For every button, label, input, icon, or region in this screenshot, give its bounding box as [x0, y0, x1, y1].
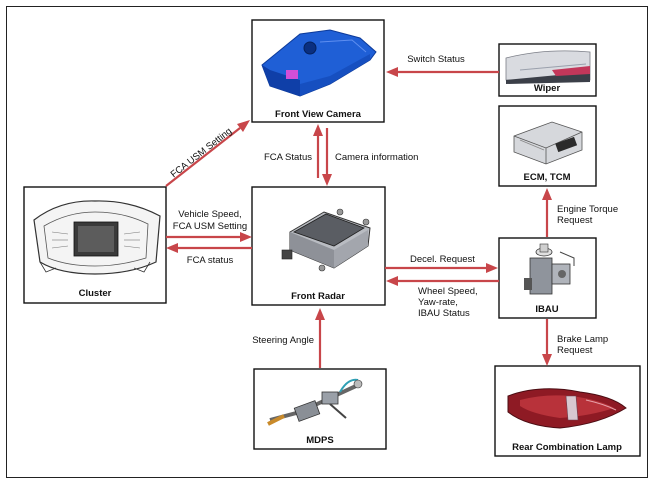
label-brake-lamp: Brake Lamp: [557, 334, 608, 345]
arrow-fca-status-up: FCA Status: [264, 124, 323, 178]
wiper-title: Wiper: [534, 83, 561, 94]
arrow-steering-angle: Steering Angle: [252, 308, 325, 368]
label-ibau-status: IBAU Status: [418, 308, 470, 319]
arrow-switch-status: Switch Status: [386, 54, 499, 77]
camera-box: Front View Camera: [251, 19, 385, 123]
camera-title: Front View Camera: [275, 109, 362, 120]
label-decel-request: Decel. Request: [410, 254, 475, 265]
mdps-title: MDPS: [306, 435, 333, 446]
cluster-title: Cluster: [79, 288, 112, 299]
label-camera-information: Camera information: [335, 152, 418, 163]
label-fca-status: FCA Status: [264, 152, 312, 163]
cluster-image: [33, 200, 161, 275]
label-fca-usm-setting: FCA USM Setting: [169, 126, 234, 181]
arrow-decel-request: Decel. Request: [385, 254, 498, 273]
ecm-title: ECM, TCM: [524, 172, 571, 183]
mdps-image: [267, 378, 363, 426]
label-engine-torque-2: Request: [557, 215, 593, 226]
wiper-box: Wiper: [498, 43, 597, 97]
cluster-box: Cluster: [23, 186, 167, 304]
radar-image: [281, 208, 371, 272]
label-fca-status-cluster: FCA status: [187, 255, 234, 266]
label-engine-torque: Engine Torque: [557, 204, 618, 215]
camera-image: [261, 29, 377, 97]
ibau-title: IBAU: [535, 304, 558, 315]
ibau-box: IBAU: [498, 237, 597, 319]
label-steering-angle: Steering Angle: [252, 335, 314, 346]
arrow-vehicle-speed: Vehicle Speed, FCA USM Setting: [166, 209, 252, 242]
ecm-image: [513, 121, 583, 165]
arrow-wheel-speed: Wheel Speed, Yaw-rate, IBAU Status: [386, 276, 499, 319]
arrow-engine-torque: Engine Torque Request: [542, 188, 618, 237]
arrow-fca-usm-setting: FCA USM Setting: [165, 120, 250, 187]
arrow-brake-lamp: Brake Lamp Request: [542, 319, 608, 366]
label-brake-lamp-2: Request: [557, 345, 593, 356]
rear-lamp-image: [507, 388, 627, 429]
ecm-box: ECM, TCM: [498, 105, 597, 187]
label-wheel-speed: Wheel Speed,: [418, 286, 478, 297]
wiper-image: [505, 50, 591, 84]
radar-box: Front Radar: [251, 186, 386, 306]
mdps-box: MDPS: [253, 368, 387, 450]
label-vehicle-speed: Vehicle Speed,: [178, 209, 241, 220]
rear-lamp-title: Rear Combination Lamp: [512, 442, 622, 453]
ibau-image: [524, 243, 575, 295]
outer-frame: [6, 6, 648, 478]
rear-lamp-box: Rear Combination Lamp: [494, 365, 641, 457]
label-fca-usm-setting-2: FCA USM Setting: [173, 221, 247, 232]
label-yaw-rate: Yaw-rate,: [418, 297, 458, 308]
arrow-fca-status-cluster: FCA status: [166, 243, 252, 266]
arrow-camera-information: Camera information: [322, 128, 418, 186]
radar-title: Front Radar: [291, 291, 345, 302]
label-switch-status: Switch Status: [407, 54, 465, 65]
